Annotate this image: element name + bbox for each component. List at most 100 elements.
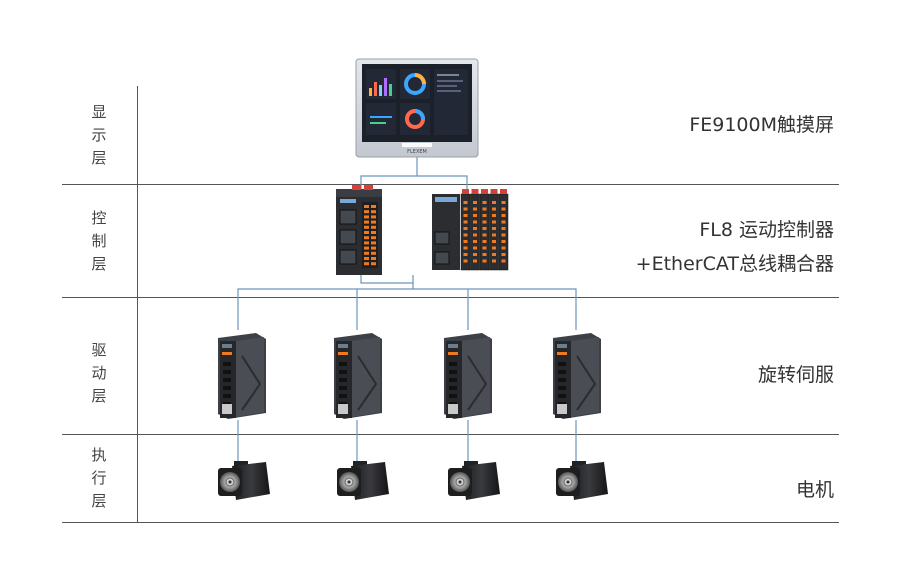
io-module-terminal <box>463 233 468 237</box>
io-module-terminal <box>473 201 477 204</box>
io-module-terminal <box>501 227 506 230</box>
io-module-terminal <box>482 207 487 211</box>
io-module-terminal <box>501 220 506 224</box>
io-module-terminal <box>482 220 487 224</box>
io-module-terminal <box>482 246 487 250</box>
io-module-terminal <box>463 240 468 243</box>
io-module-terminal <box>492 201 496 204</box>
controller-terminal <box>364 231 369 234</box>
device-label-hmi: FE9100M触摸屏 <box>689 114 834 136</box>
connector-line-4 <box>237 288 577 330</box>
separator-drive <box>62 434 839 435</box>
io-module-terminal <box>482 233 487 237</box>
io-module-terminal <box>501 240 506 243</box>
separator-bottom <box>62 522 839 523</box>
controller-terminal <box>364 236 369 240</box>
io-module-terminal <box>501 259 506 263</box>
io-module-terminal <box>492 227 496 230</box>
hmi-logo: FLEXEM <box>407 149 427 155</box>
servo-motor-icon <box>556 461 608 500</box>
io-module-terminal <box>463 246 468 250</box>
io-module <box>479 193 490 271</box>
device-label-servo: 旋转伺服 <box>757 364 834 386</box>
io-module-terminal <box>501 233 506 237</box>
io-module-terminal <box>473 207 477 211</box>
io-module-connector <box>500 189 507 194</box>
controller-terminal <box>371 257 376 260</box>
layer-label-control: 控制层 <box>91 209 107 273</box>
io-module-terminal <box>482 240 487 243</box>
device-label-controller: FL8 运动控制器 <box>699 219 834 241</box>
label-column-divider <box>137 86 138 523</box>
io-module-terminal <box>482 253 487 256</box>
io-module-terminal <box>473 233 477 237</box>
controller-terminal <box>371 215 376 219</box>
controller-terminal <box>371 220 376 224</box>
controller-terminal <box>364 257 369 260</box>
io-module-terminal <box>482 214 487 217</box>
servo-drive-icon <box>553 333 601 419</box>
touchscreen-icon: FLEXEM <box>355 58 479 158</box>
io-module-terminal <box>482 259 487 263</box>
io-module-terminal <box>473 220 477 224</box>
controller-terminal <box>364 205 369 208</box>
servo-motor-icon <box>337 461 389 500</box>
connector-line-0 <box>360 157 418 189</box>
connector-line-2 <box>360 275 414 284</box>
layer-label-display: 显示层 <box>91 103 107 167</box>
io-module-terminal <box>473 259 477 263</box>
io-module-terminal <box>492 240 496 243</box>
controller-terminal <box>364 225 369 229</box>
controller-terminal <box>371 241 376 245</box>
io-module-terminal <box>463 214 468 217</box>
io-module-terminal <box>492 214 496 217</box>
layer-label-drive: 驱动层 <box>91 341 107 405</box>
controller-terminal <box>371 236 376 240</box>
io-module-terminal <box>501 201 506 204</box>
servo-drive-icon <box>218 333 266 419</box>
io-module-connector <box>462 189 469 194</box>
io-module-terminal <box>492 207 496 211</box>
controller-terminal <box>364 215 369 219</box>
controller-terminal <box>371 205 376 208</box>
io-module-terminal <box>463 253 468 256</box>
separator-control <box>62 297 839 298</box>
io-module-terminal <box>492 220 496 224</box>
io-module <box>460 193 471 271</box>
controller-terminal <box>371 210 376 214</box>
controller-terminal <box>364 210 369 214</box>
device-label-motor: 电机 <box>795 479 834 501</box>
layer-label-execute: 执行层 <box>91 446 107 510</box>
controller-terminal <box>371 231 376 234</box>
io-module-terminal <box>463 207 468 211</box>
io-module-terminal <box>501 214 506 217</box>
io-module-terminal <box>501 207 506 211</box>
io-module-terminal <box>473 240 477 243</box>
io-module-terminal <box>473 214 477 217</box>
io-module-terminal <box>473 227 477 230</box>
io-module-terminal <box>501 246 506 250</box>
io-module-terminal <box>463 227 468 230</box>
controller-terminal <box>371 262 376 266</box>
io-module-connector <box>490 189 498 194</box>
servo-motor-icon <box>448 461 500 500</box>
controller-terminal <box>364 251 369 255</box>
device-label-coupler: +EtherCAT总线耦合器 <box>635 253 834 275</box>
io-module-terminal <box>482 201 487 204</box>
io-module-terminal <box>463 220 468 224</box>
controller-terminal <box>371 225 376 229</box>
controller-terminal <box>371 246 376 250</box>
network-connectors <box>237 157 577 463</box>
io-module-terminal <box>473 253 477 256</box>
controller-terminal <box>364 241 369 245</box>
io-module-terminal <box>463 201 468 204</box>
io-module-terminal <box>463 259 468 263</box>
servo-motor-icon <box>218 461 270 500</box>
io-module-terminal <box>492 246 496 250</box>
io-module-terminal <box>482 227 487 230</box>
controller-terminal <box>371 251 376 255</box>
controller-terminal <box>364 246 369 250</box>
connector-line-1 <box>417 175 468 194</box>
io-module-terminal <box>501 253 506 256</box>
